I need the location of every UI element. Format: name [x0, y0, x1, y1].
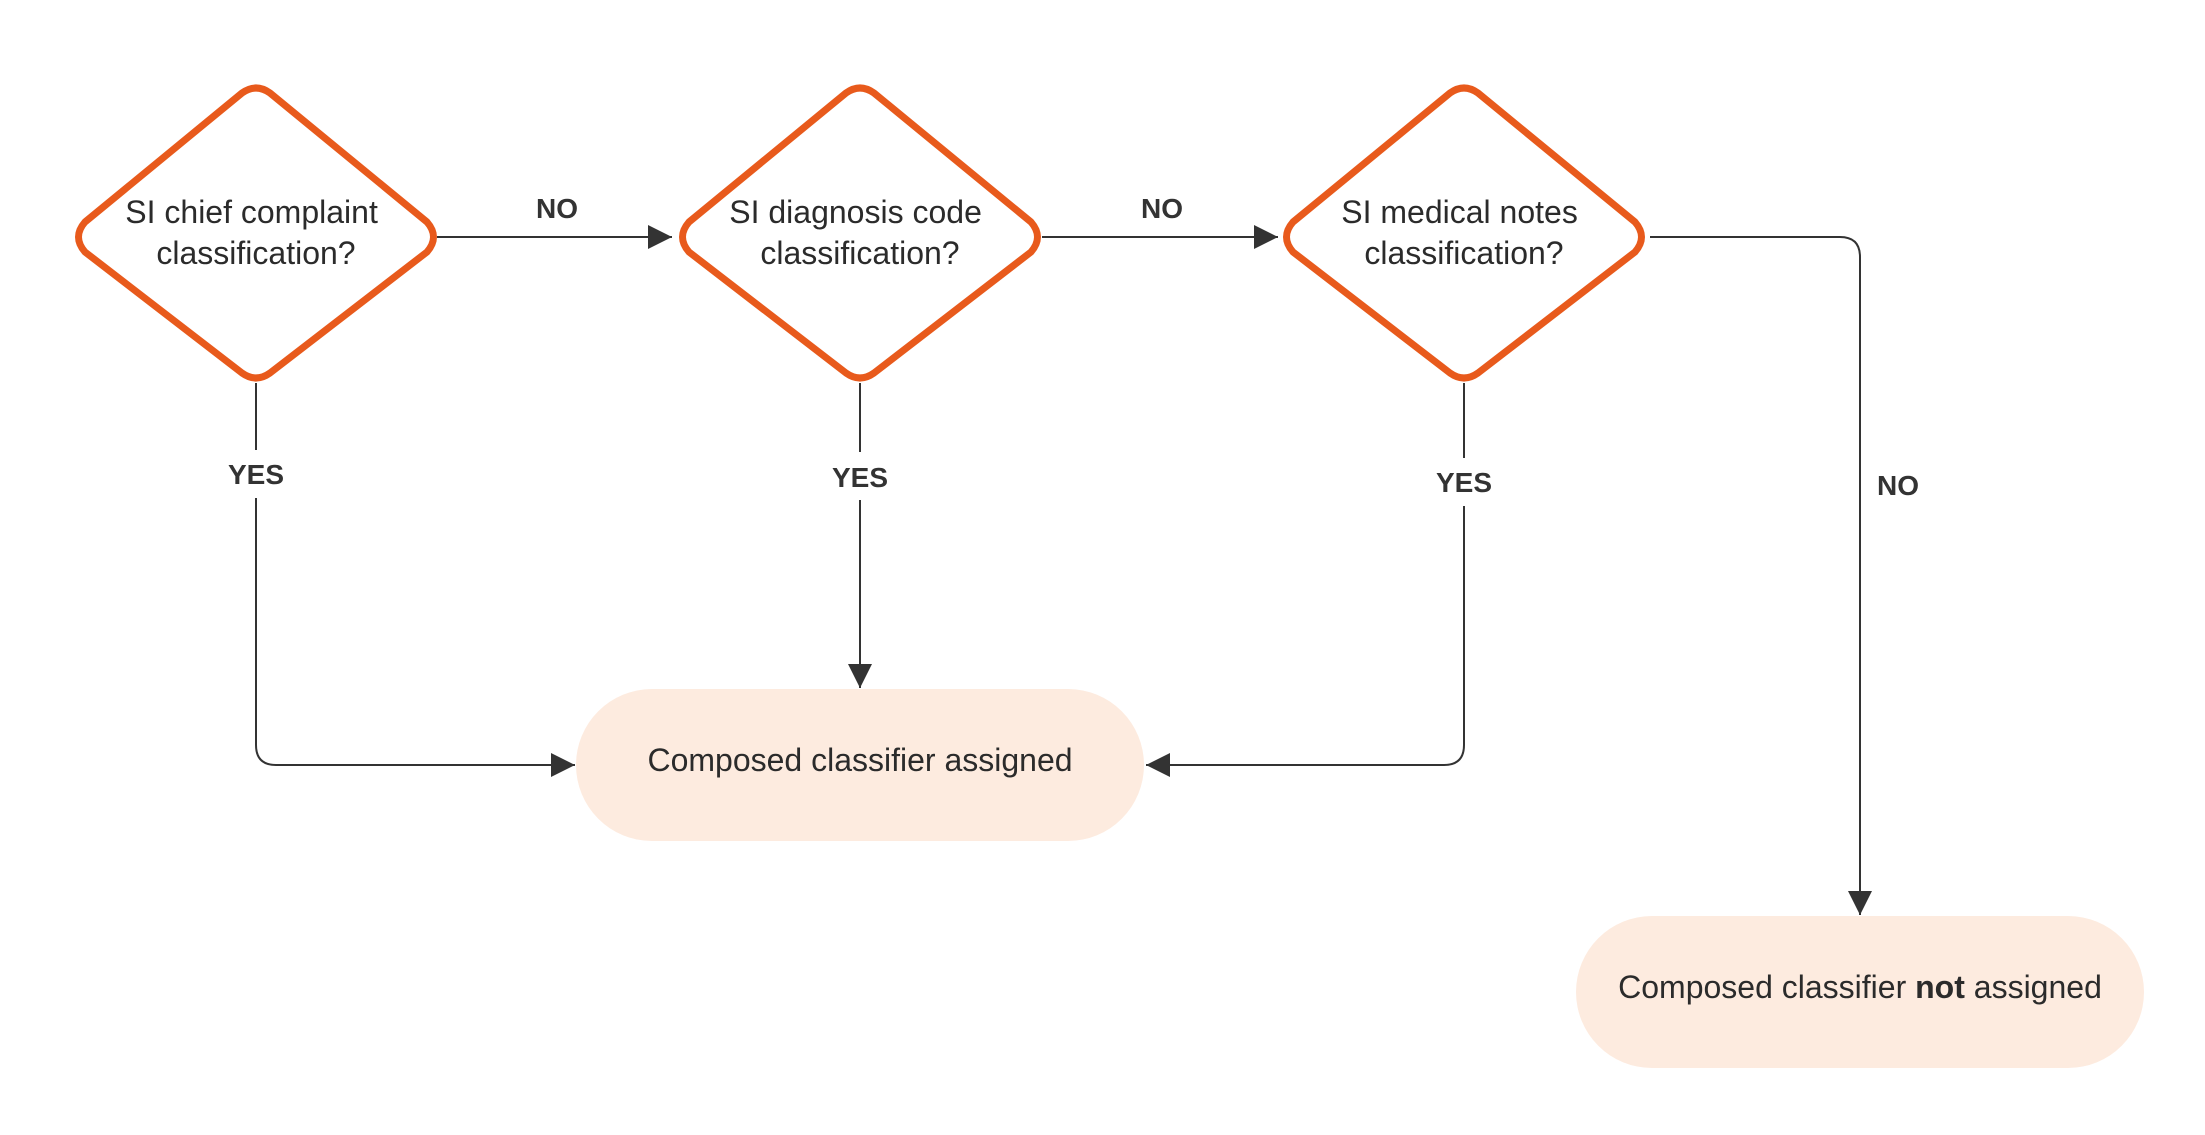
- decision-2: SI diagnosis code classification?: [679, 84, 1041, 382]
- decision-3-line2: classification?: [1364, 235, 1563, 271]
- connectors: [255, 225, 1872, 915]
- decision-3: SI medical notes classification?: [1283, 84, 1645, 382]
- connector-yes-1: [255, 383, 575, 777]
- decision-2-line1: SI diagnosis code: [729, 194, 982, 230]
- decision-3-diamond: [1283, 84, 1645, 382]
- decision-2-text: SI diagnosis code classification?: [729, 194, 991, 271]
- edge-label-no-1: NO: [536, 193, 578, 224]
- terminal-assigned: Composed classifier assigned: [576, 689, 1144, 841]
- terminal-not-assigned-bold: not: [1915, 969, 1965, 1005]
- decision-1-line2: classification?: [156, 235, 355, 271]
- decision-1-line1: SI chief complaint: [125, 194, 378, 230]
- edge-label-no-3: NO: [1877, 470, 1919, 501]
- decision-1-diamond: [75, 84, 437, 382]
- edge-label-yes-2: YES: [832, 462, 888, 493]
- edge-label-yes-1: YES: [228, 459, 284, 490]
- decision-3-line1: SI medical notes: [1341, 194, 1578, 230]
- terminal-not-assigned-text: Composed classifier not assigned: [1618, 969, 2102, 1005]
- connector-no-3-to-end: [1650, 236, 1872, 915]
- decision-2-diamond: [679, 84, 1041, 382]
- terminal-assigned-text: Composed classifier assigned: [647, 742, 1072, 778]
- decision-1-text: SI chief complaint classification?: [125, 194, 386, 271]
- terminal-not-assigned-suffix: assigned: [1965, 969, 2102, 1005]
- terminal-not-assigned: Composed classifier not assigned: [1576, 916, 2144, 1068]
- edge-labels: NO NO NO YES YES YES: [228, 193, 1919, 501]
- decision-2-line2: classification?: [760, 235, 959, 271]
- terminal-assigned-shape: [576, 689, 1144, 841]
- decision-1: SI chief complaint classification?: [75, 84, 437, 382]
- edge-label-backgrounds: [220, 450, 1500, 506]
- terminal-not-assigned-prefix: Composed classifier: [1618, 969, 1915, 1005]
- edge-label-no-2: NO: [1141, 193, 1183, 224]
- terminal-not-assigned-shape: [1576, 916, 2144, 1068]
- decision-3-text: SI medical notes classification?: [1341, 194, 1586, 271]
- edge-label-yes-3: YES: [1436, 467, 1492, 498]
- connector-yes-3: [1146, 383, 1465, 777]
